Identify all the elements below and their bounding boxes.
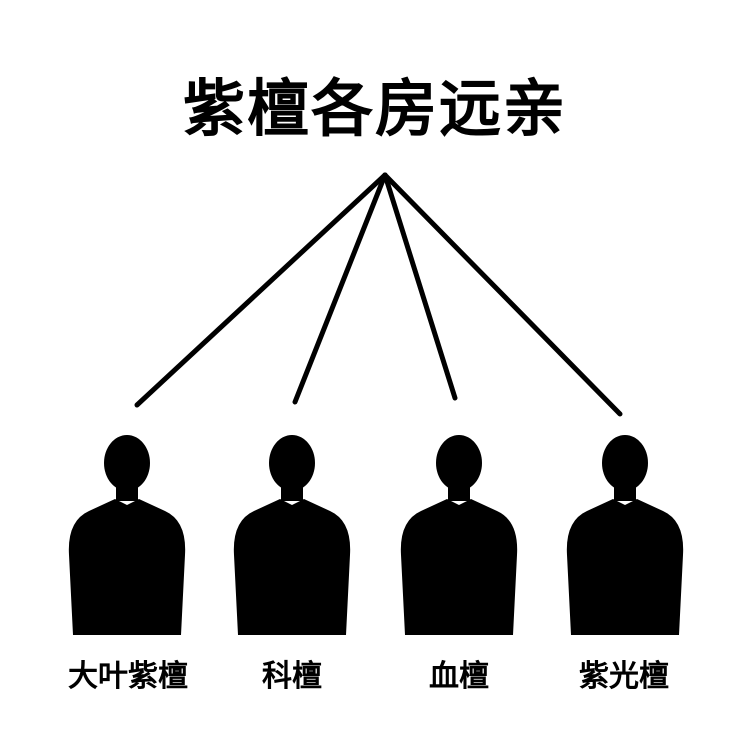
person-silhouette-1 (63, 435, 193, 635)
relative-label-4: 紫光檀 (579, 659, 669, 694)
connector-line-2 (292, 172, 388, 405)
relative-label-1: 大叶紫檀 (68, 659, 188, 694)
connector-line-3 (382, 172, 458, 401)
diagram-title: 紫檀各房远亲 (182, 72, 567, 145)
person-silhouette-2 (228, 435, 358, 635)
connector-line-4 (382, 172, 623, 417)
relative-label-2: 科檀 (262, 659, 322, 694)
connector-line-1 (134, 172, 388, 408)
person-silhouette-4 (561, 435, 691, 635)
person-silhouette-3 (395, 435, 525, 635)
relative-label-3: 血檀 (429, 659, 489, 694)
